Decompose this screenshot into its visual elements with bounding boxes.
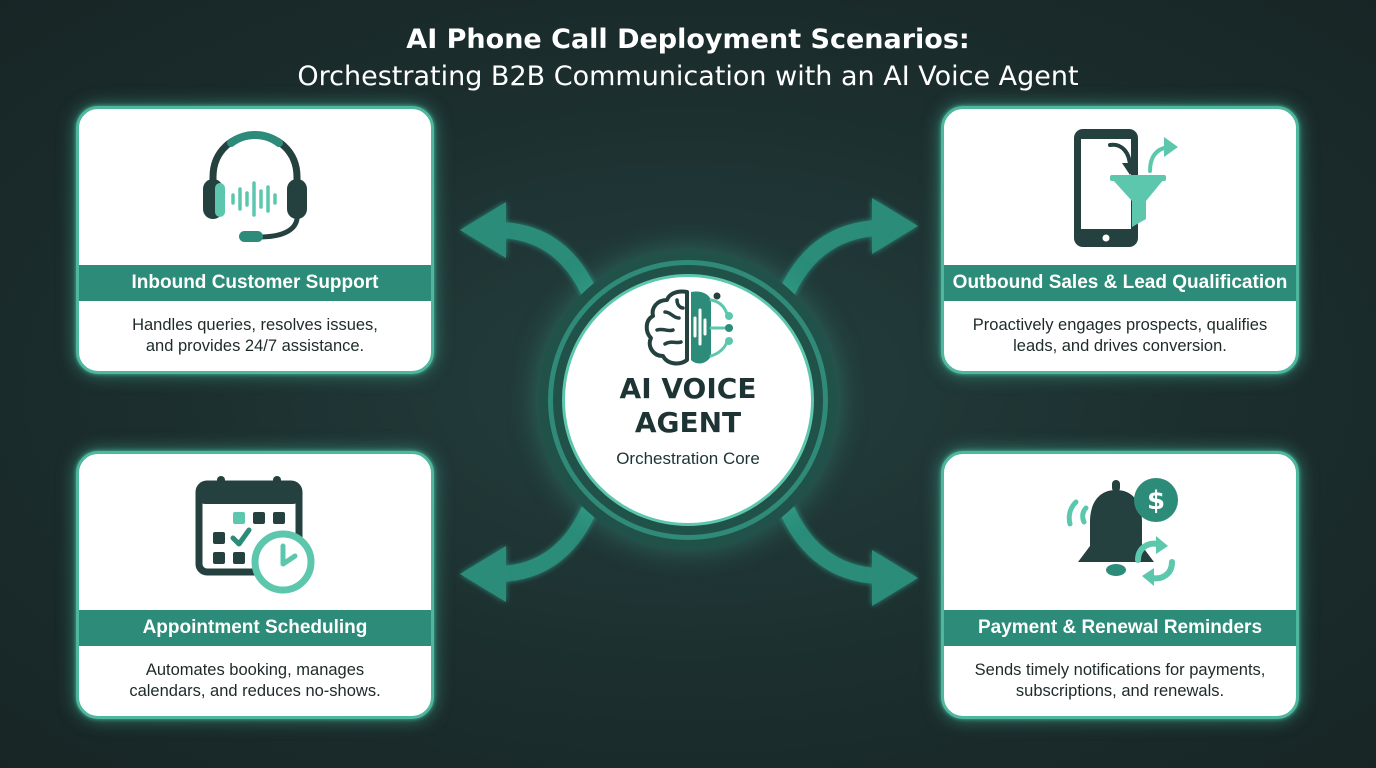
- core-title-line-2: AGENT: [634, 406, 742, 439]
- arrowhead-top-left: [460, 202, 506, 258]
- card-appointment-scheduling: Appointment Scheduling Automates booking…: [76, 451, 434, 719]
- arrowhead-bottom-right: [872, 550, 918, 606]
- arrow-top-left: [492, 222, 596, 298]
- arrow-bottom-right: [780, 504, 884, 584]
- core-ring: [548, 260, 828, 540]
- bell-dollar-icon: $: [1066, 478, 1178, 586]
- card-description: Proactively engages prospects, qualifies…: [972, 316, 1268, 355]
- title-line-1: AI Phone Call Deployment Scenarios:: [406, 24, 970, 55]
- card-inbound-support: Inbound Customer Support Handles queries…: [76, 106, 434, 374]
- card-label: Payment & Renewal Reminders: [944, 610, 1296, 646]
- arrow-bottom-left: [492, 504, 596, 582]
- arrow-top-right: [780, 220, 884, 298]
- core-title: AI VOICE AGENT: [562, 372, 814, 440]
- card-label: Appointment Scheduling: [79, 610, 431, 646]
- diagram-title: AI Phone Call Deployment Scenarios: Orch…: [0, 22, 1376, 95]
- card-label: Inbound Customer Support: [79, 265, 431, 301]
- card-description: Sends timely notifications for payments,…: [974, 661, 1266, 700]
- card-description: Handles queries, resolves issues, and pr…: [132, 316, 378, 355]
- brain-waveform-icon: [644, 289, 733, 366]
- phone-funnel-icon: [1074, 129, 1178, 247]
- core-subtitle: Orchestration Core: [616, 449, 760, 468]
- core-title-line-1: AI VOICE: [619, 372, 757, 405]
- card-payment-reminders: $ Payment & Renewal Reminders Sends time…: [941, 451, 1299, 719]
- card-description: Automates booking, manages calendars, an…: [129, 661, 381, 700]
- calendar-clock-icon: [195, 476, 315, 594]
- arrowhead-top-right: [872, 198, 918, 254]
- svg-text:$: $: [1147, 486, 1165, 516]
- card-outbound-sales: Outbound Sales & Lead Qualification Proa…: [941, 106, 1299, 374]
- card-label: Outbound Sales & Lead Qualification: [944, 265, 1296, 301]
- title-line-2: Orchestrating B2B Communication with an …: [297, 61, 1079, 92]
- arrowhead-bottom-left: [460, 546, 506, 602]
- headset-icon: [203, 130, 307, 242]
